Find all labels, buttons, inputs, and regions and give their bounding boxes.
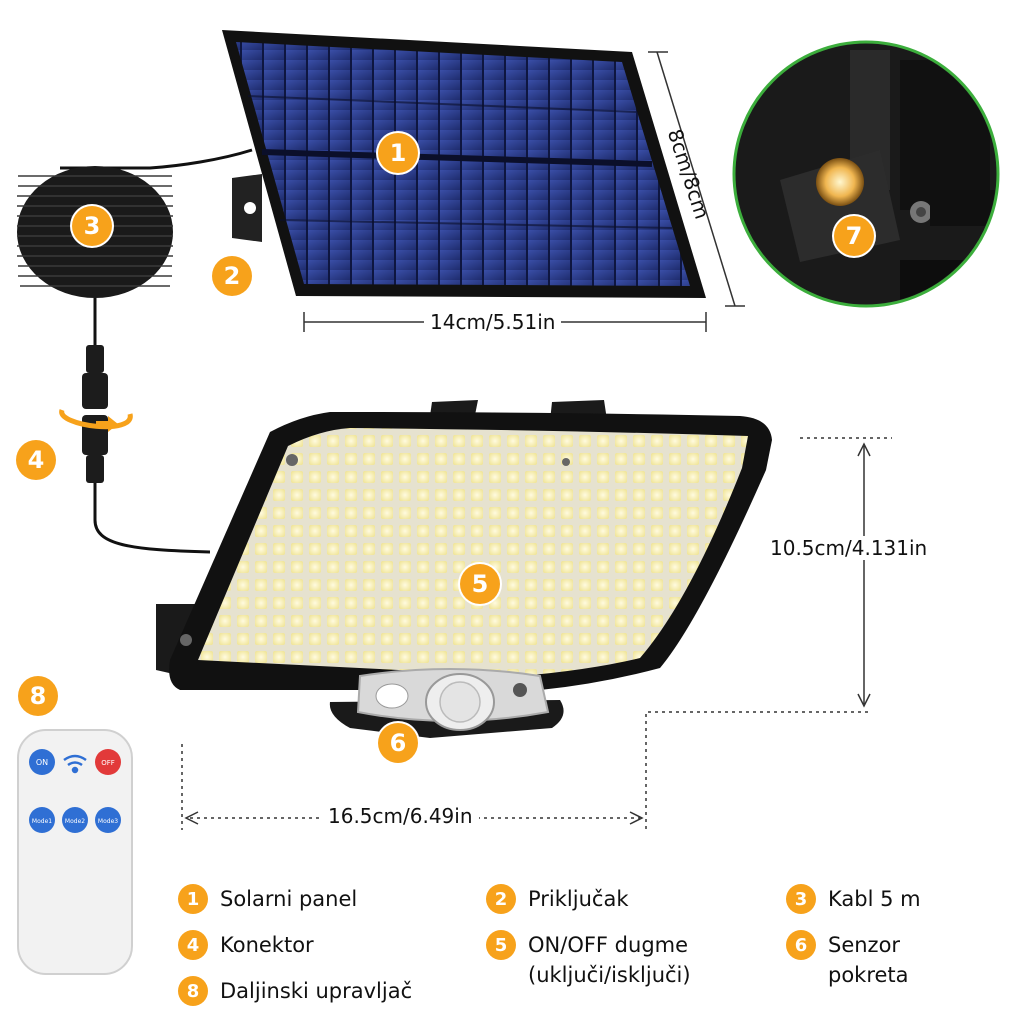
legend-label-4: Konektor [220,933,314,957]
legend-item-5: 5 ON/OFF dugme (uključi/isključi) [486,930,691,990]
light-fixture [156,400,773,738]
badge-5: 5 [460,564,500,604]
remote-body [17,729,133,975]
legend-item-2: 2 Priključak [486,884,628,914]
remote-mode1-label: Mode1 [32,818,52,825]
legend-item-3: 3 Kabl 5 m [786,884,921,914]
legend-label-5-sub: (uključi/isključi) [528,963,691,987]
badge-7: 7 [834,216,874,256]
badge-6: 6 [378,723,418,763]
badge-8: 8 [18,676,58,716]
legend-label-1: Solarni panel [220,887,358,911]
light-width-label: 16.5cm/6.49in [322,804,479,828]
light-height-label: 10.5cm/4.131in [764,536,934,560]
badge-2: 2 [212,256,252,296]
remote-mode3-button [95,807,121,833]
legend-badge-2: 2 [486,884,516,914]
legend-label-6-sub: pokreta [828,963,909,987]
zoom-detail [732,40,1000,308]
bracket-hole [244,202,256,214]
legend-item-6: 6 Senzor pokreta [786,930,909,990]
remote-mode2-button [62,807,88,833]
panel-cable [60,148,253,170]
remote-on-label: ON [36,758,48,767]
remote-control: ON OFF Mode1 Mode2 Mode3 [17,729,133,975]
badge-4: 4 [16,440,56,480]
zoom-ring [732,40,1000,308]
legend-label-8: Daljinski upravljač [220,979,413,1003]
solar-panel [60,30,706,298]
legend-label-5-main: ON/OFF dugme [528,933,689,957]
legend-label-2: Priključak [528,887,629,911]
coiled-cable [17,166,173,345]
legend-badge-4: 4 [178,930,208,960]
legend-badge-3: 3 [786,884,816,914]
legend-badge-6: 6 [786,930,816,960]
light-sensor [816,158,864,206]
wifi-icon [63,754,87,774]
connector [59,345,211,554]
remote-mode3-label: Mode3 [98,818,118,825]
remote-mode2-label: Mode2 [65,818,85,825]
badge-1: 1 [378,133,418,173]
legend-label-5: ON/OFF dugme (uključi/isključi) [528,930,691,990]
panel-width-label: 14cm/5.51in [424,310,562,334]
legend-item-1: 1 Solarni panel [178,884,357,914]
led-array [198,428,748,676]
panel-cells [236,42,690,286]
remote-mode1-button [29,807,55,833]
light-cable [93,483,211,554]
legend-badge-5: 5 [486,930,516,960]
remote-off-label: OFF [101,759,115,767]
panel-divider [261,149,653,167]
legend-badge-1: 1 [178,884,208,914]
legend-label-6: Senzor pokreta [828,930,909,990]
legend-label-6-main: Senzor [828,933,901,957]
badge-3: 3 [72,206,112,246]
legend-badge-8: 8 [178,976,208,1006]
legend-item-4: 4 Konektor [178,930,314,960]
remote-on-button [29,749,55,775]
remote-off-button [95,749,121,775]
legend-item-8: 8 Daljinski upravljač [178,976,412,1006]
legend-label-3: Kabl 5 m [828,887,921,911]
